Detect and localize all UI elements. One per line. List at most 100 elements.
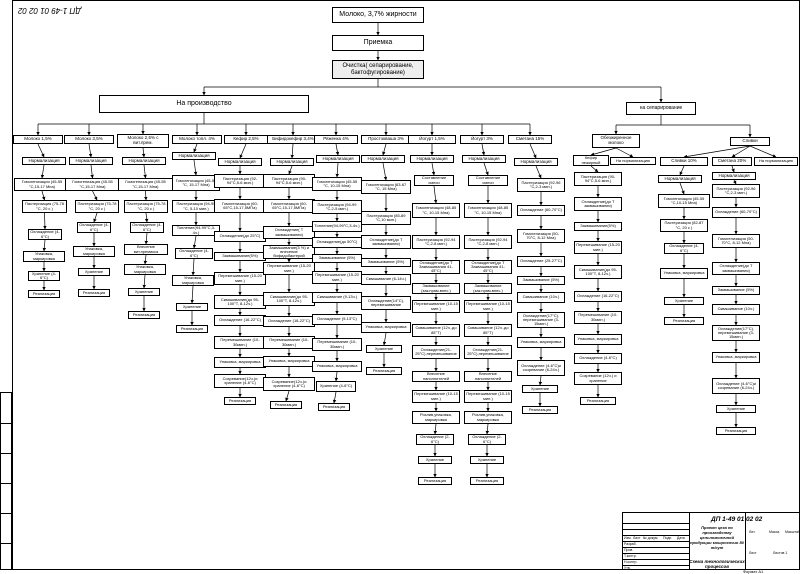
process-step-c8i: Упаковка, маркировка bbox=[361, 322, 411, 333]
process-step-c9j: Охлаждение(21-25°С),перемешивание bbox=[412, 345, 460, 359]
label-razrab: Разраб. bbox=[624, 542, 637, 546]
process-step-c11i: Охлаждение(17°С), перемешивание (3-15мин… bbox=[517, 312, 565, 328]
process-step-c2e: Упаковка, маркировка bbox=[73, 246, 115, 257]
process-step-m2p: Охлаждение(до Т заквашивания) bbox=[712, 262, 760, 275]
process-step-m1j: Перемешивание (10-30мин.) bbox=[574, 311, 622, 324]
process-step-c9f: Заквашивание (зак.прям.внес.) bbox=[412, 283, 460, 294]
process-step-m2i: Упаковка, маркировка bbox=[660, 268, 708, 279]
arrow-c6l-c6m bbox=[285, 390, 290, 402]
process-step-c1a: Нормализация bbox=[22, 157, 66, 165]
process-step-c9m: Розлив,упаковка, маркировка bbox=[412, 411, 460, 424]
process-step-c10b: Составление смеси bbox=[468, 175, 508, 186]
process-step-m2v: Хранение bbox=[716, 405, 756, 413]
process-step-c7k: Перемешивание (10-30мин.) bbox=[312, 338, 362, 351]
process-step-c2b: Гомогенизация (45-55 °С,15-17 Мпа) bbox=[65, 178, 120, 191]
process-step-c2c: Пастеризация (75-78 °С, 20 с ) bbox=[75, 200, 119, 213]
process-step-c9o: Хранение bbox=[418, 456, 452, 464]
title-block-row bbox=[623, 523, 689, 524]
process-step-c6b: Пастеризация (90-94°С,5-6 мин.) bbox=[263, 174, 315, 188]
process-step-c9l: Перемешивание (10-15 мин.) bbox=[412, 390, 460, 403]
process-step-c8g: Охлаждение(14°С), перемешивание bbox=[361, 296, 411, 310]
process-step-c9g: Перемешивание (10-15 мин.) bbox=[412, 300, 460, 313]
arrow-c3b-c3c bbox=[144, 190, 148, 201]
arrow-c4d-c4e bbox=[192, 235, 197, 249]
process-step-m1l: Охлаждение (4-6°С) bbox=[574, 353, 622, 364]
arrow-c1c-c1d bbox=[43, 212, 47, 230]
process-step-m2t: Упаковка, маркировка bbox=[712, 352, 760, 363]
process-step-ochistka: Очистка( сепарирование, бактофугирование… bbox=[332, 60, 424, 79]
process-step-c6h: Бифидокефир 3,4% bbox=[267, 135, 319, 144]
process-step-c10d: Пастеризация (92-94 °С,2-8 мин.) bbox=[464, 235, 512, 249]
process-step-c10h: Йогурт 3% bbox=[460, 135, 504, 144]
process-step-c5h: Кефир 2,5% bbox=[224, 135, 268, 144]
title-block-divider bbox=[689, 513, 690, 569]
side-stamp-row bbox=[1, 423, 11, 424]
process-step-c3h: Молоко 2,5% с вит.прем. bbox=[117, 134, 169, 148]
process-step-c11j: Упаковка, маркировка bbox=[517, 337, 565, 348]
arrow-c1a-c1b bbox=[40, 164, 45, 179]
process-step-c2f: Хранение bbox=[78, 268, 110, 276]
process-step-c3f: Упаковка, маркировка bbox=[124, 264, 166, 275]
process-step-c4i: Реализация bbox=[176, 325, 208, 333]
process-step-c5a: Нормализация bbox=[218, 158, 262, 166]
process-step-c11b: Пастеризация (92-96 °С,2-3 мин.) bbox=[517, 178, 565, 192]
process-step-c7n: Реализация bbox=[318, 403, 350, 411]
arrow-m2d-m2e bbox=[679, 182, 685, 195]
process-step-c8k: Реализация bbox=[366, 367, 402, 375]
arrow-c8a-c8b bbox=[382, 162, 388, 181]
arrow-m2-m2c bbox=[749, 145, 777, 158]
process-step-c4h: Молоко топл. 4% bbox=[172, 135, 222, 144]
process-step-c2a: Нормализация bbox=[69, 157, 113, 165]
arrow-c8i-c8j bbox=[382, 332, 387, 346]
process-step-c8f: Сквашивание (6-14ч.) bbox=[361, 274, 411, 285]
process-step-c10a: Нормализация bbox=[462, 155, 506, 163]
process-step-m1n: Реализация bbox=[580, 397, 616, 405]
arrow-c2c-c2d bbox=[93, 212, 98, 223]
arrow-c11k-c11l bbox=[538, 375, 543, 386]
title-block: Изм. Лист № докум. Подп. Дата Разраб. Пр… bbox=[622, 512, 800, 574]
process-step-m2l: Нормализация bbox=[712, 172, 756, 180]
process-step-c9k: Внесение наполнителей bbox=[412, 371, 460, 382]
title-block-row bbox=[623, 529, 689, 530]
process-step-m2w: Реализация bbox=[716, 427, 756, 435]
arrow-c2h-c2a bbox=[88, 143, 93, 158]
process-step-c10p: Реализация bbox=[470, 477, 504, 485]
label-sign: Подп. bbox=[663, 536, 673, 540]
process-step-c5l: Созревание(12ч.)и хранение (4-6°С) bbox=[214, 374, 266, 388]
process-step-c4c: Пастеризация (94-95 °С, 5-10 мин.) bbox=[172, 200, 220, 213]
process-step-c7b: Гомогенизация (45-55 °С, 10-15 Мпа) bbox=[312, 177, 362, 191]
arrow-c7m-c7n bbox=[332, 391, 337, 404]
process-step-c10f: Заквашивание (зак.прям.внес.) bbox=[464, 283, 512, 294]
process-step-c7a: Нормализация bbox=[316, 155, 360, 163]
arrow-c4a-c4b bbox=[193, 159, 198, 176]
process-step-c3g: Хранение bbox=[128, 288, 160, 296]
process-step-c6j: Перемешивание (10-30мин.) bbox=[263, 336, 315, 349]
process-step-c11k: Охлаждение (4-6°С)и созревание (6-24ч.) bbox=[517, 360, 565, 376]
process-step-c8b: Гомогенизация (63-67 °С, 15 Мпа) bbox=[361, 180, 411, 194]
process-step-milk: Молоко, 3,7% жирности bbox=[332, 7, 424, 23]
arrow-c4e-c4f bbox=[191, 258, 195, 276]
process-step-c6l: Созревание(12ч.)и хранение (4-6°С) bbox=[263, 377, 315, 391]
process-step-c7f: Заквашивание (5%) bbox=[312, 254, 362, 263]
title-block-row bbox=[623, 541, 689, 542]
process-step-c8c: Пастеризация (85-89 °С,10 мин.) bbox=[361, 211, 411, 225]
process-step-c6i: Охлаждение (18-22°С) bbox=[263, 316, 315, 327]
arrow-m2b-m2l bbox=[731, 165, 735, 173]
title-block-divider bbox=[745, 513, 746, 569]
process-step-m1m: Созревание (12ч.) и хранение bbox=[574, 372, 622, 385]
process-step-c9b: Составление смеси bbox=[414, 175, 454, 186]
process-step-c4b: Гомогенизация (45-55 °С, 15-17 Мпа) bbox=[172, 175, 220, 191]
sheet-subtitle: Схема технологических процессов bbox=[689, 559, 745, 569]
side-stamp-row bbox=[1, 483, 11, 484]
process-step-c9i: Сквашивание (12ч.,до 85°Т) bbox=[412, 324, 460, 337]
process-step-c10i: Сквашивание (12ч.,до 85°Т) bbox=[464, 324, 512, 337]
process-step-c2g: Реализация bbox=[78, 289, 110, 297]
process-step-m2d: Нормализация bbox=[658, 175, 702, 183]
arrow-c4f-c4g bbox=[190, 285, 194, 304]
label-lit: Лит. bbox=[749, 530, 756, 534]
process-step-m2s: Охлаждение(17°С), перемешивание (3-15мин… bbox=[712, 325, 760, 341]
process-step-c9h: Йогурт 1,5% bbox=[408, 135, 456, 144]
arrow-c3h-c3a bbox=[141, 147, 146, 158]
arrow-c7h-c7a bbox=[335, 143, 340, 156]
process-step-c6m: Реализация bbox=[270, 401, 302, 409]
